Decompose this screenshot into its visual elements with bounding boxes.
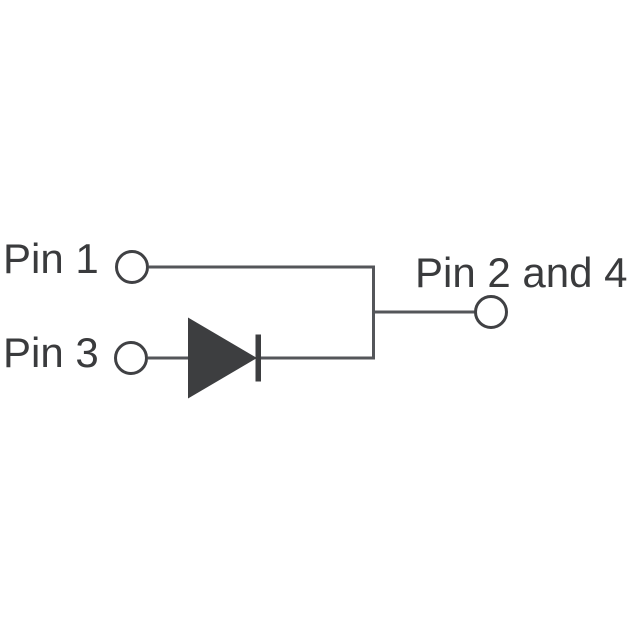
pin2and4-label: Pin 2 and 4 xyxy=(415,249,628,296)
diode-symbol xyxy=(188,317,261,399)
pin1-terminal-circle xyxy=(115,250,149,284)
pin3-terminal-circle xyxy=(114,341,148,375)
pin3-label: Pin 3 xyxy=(3,329,99,376)
terminals xyxy=(114,250,508,375)
labels: Pin 1 Pin 3 Pin 2 and 4 xyxy=(3,235,628,376)
pin1-label: Pin 1 xyxy=(3,235,99,282)
pin2and4-terminal-circle xyxy=(474,295,508,329)
wires xyxy=(148,265,475,360)
diode-anode-triangle xyxy=(188,317,257,399)
diode-cathode-bar xyxy=(255,334,261,382)
